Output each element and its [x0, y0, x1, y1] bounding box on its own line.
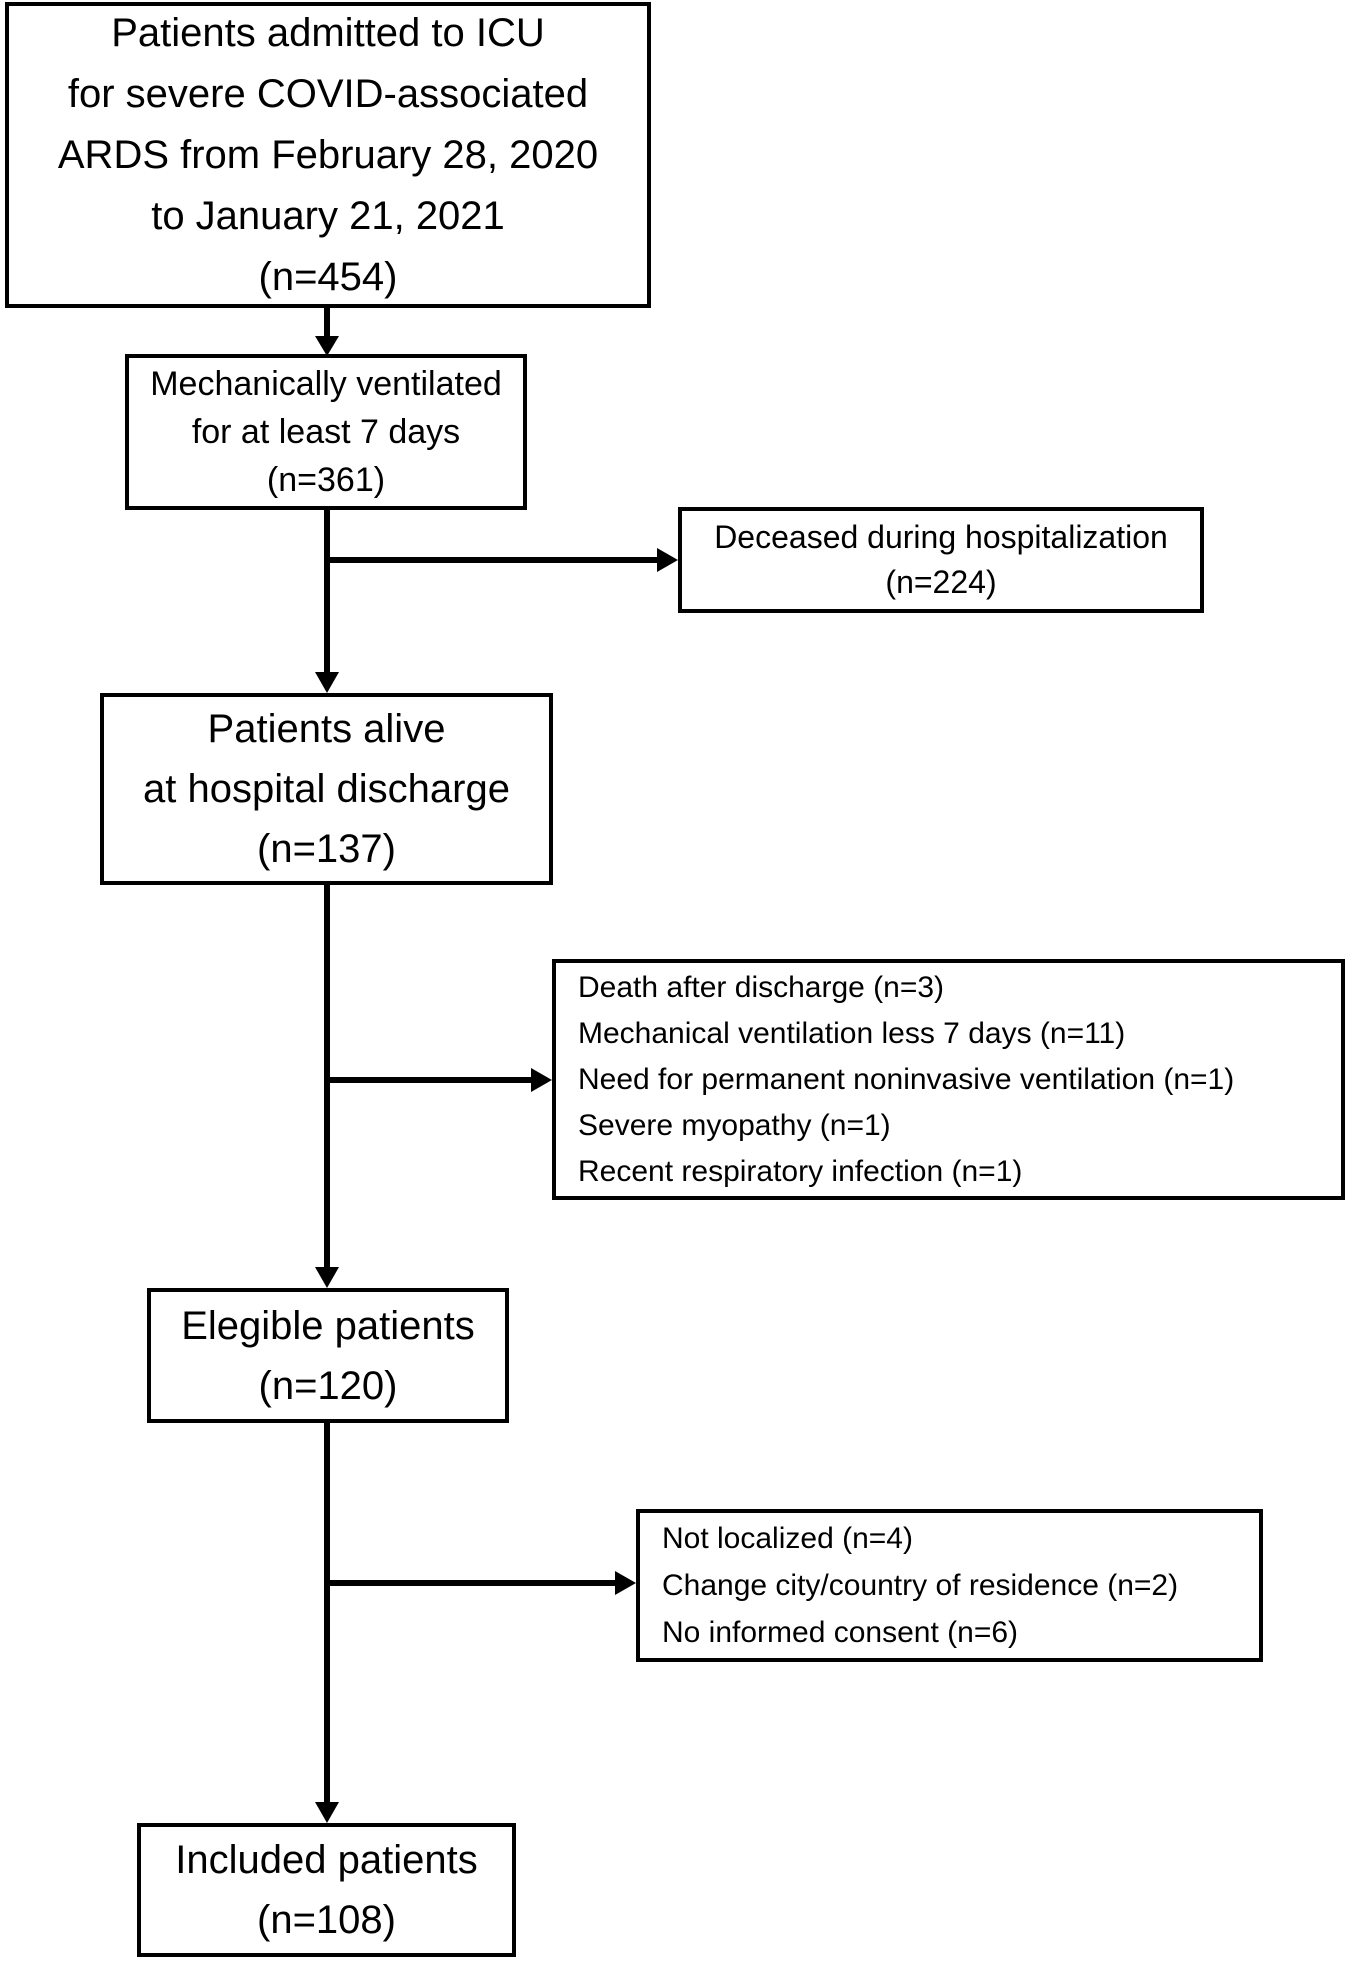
- arrow-admitted-to-ventilated-head: [315, 336, 339, 356]
- node-deceased-during-hospitalization: Deceased during hospitalization (n=224): [678, 507, 1204, 613]
- node-mechanically-ventilated-label: Mechanically ventilated for at least 7 d…: [150, 365, 502, 499]
- node-excluded-followup-reasons-label: Not localized (n=4) Change city/country …: [662, 1522, 1179, 1649]
- node-deceased-during-hospitalization-label: Deceased during hospitalization (n=224): [714, 519, 1168, 600]
- arrow-branch-to-excluded-clinical-head: [531, 1068, 552, 1092]
- node-excluded-clinical-reasons-label: Death after discharge (n=3) Mechanical v…: [578, 970, 1235, 1188]
- node-excluded-clinical-reasons: Death after discharge (n=3) Mechanical v…: [552, 959, 1345, 1200]
- arrow-branch-to-excluded-followup-head: [615, 1571, 636, 1595]
- node-patients-alive-at-discharge-label: Patients alive at hospital discharge (n=…: [143, 707, 510, 871]
- node-admitted-icu-label: Patients admitted to ICU for severe COVI…: [57, 10, 599, 299]
- node-admitted-icu: Patients admitted to ICU for severe COVI…: [5, 2, 651, 308]
- node-patients-alive-at-discharge: Patients alive at hospital discharge (n=…: [100, 693, 553, 885]
- node-elegible-patients: Elegible patients (n=120): [147, 1288, 509, 1423]
- node-excluded-followup-reasons: Not localized (n=4) Change city/country …: [636, 1509, 1263, 1662]
- node-included-patients: Included patients (n=108): [137, 1823, 516, 1957]
- arrow-branch-to-deceased-head: [657, 548, 678, 572]
- node-mechanically-ventilated: Mechanically ventilated for at least 7 d…: [125, 354, 527, 510]
- arrow-elegible-to-included-head: [315, 1802, 339, 1823]
- node-included-patients-label: Included patients (n=108): [175, 1838, 478, 1942]
- arrow-ventilated-to-alive-head: [315, 672, 339, 693]
- arrow-alive-to-elegible-head: [315, 1267, 339, 1288]
- node-elegible-patients-label: Elegible patients (n=120): [181, 1303, 475, 1408]
